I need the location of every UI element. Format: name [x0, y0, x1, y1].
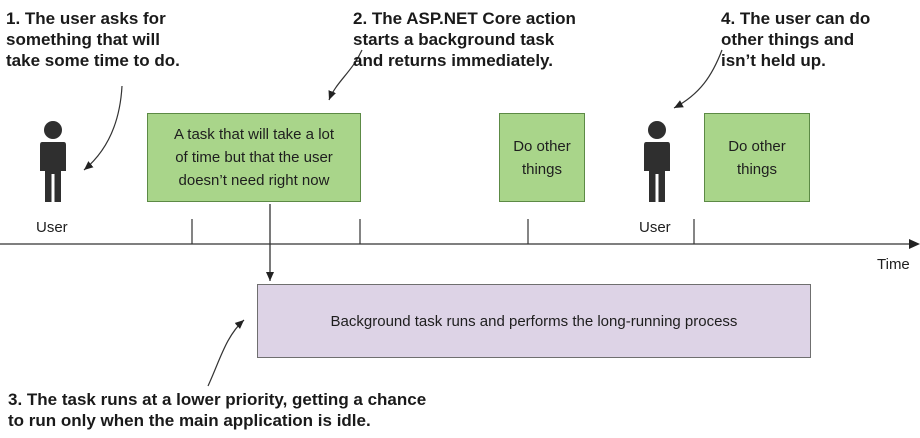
callout-4: 4. The user can do other things and isn’… — [721, 9, 871, 70]
callout-1-pointer — [83, 85, 123, 171]
callout-3: 3. The task runs at a lower priority, ge… — [8, 390, 427, 430]
callout-1: 1. The user asks for something that will… — [6, 9, 180, 70]
user-label: User — [36, 219, 68, 236]
time-axis-label: Time — [877, 256, 910, 273]
callout-3-pointer — [207, 319, 245, 387]
person-icon — [644, 121, 670, 202]
callout-2-pointer — [328, 49, 363, 101]
background-task-box: Background task runs and performs the lo… — [257, 284, 811, 358]
user-label: User — [639, 219, 671, 236]
callout-2: 2. The ASP.NET Core action starts a back… — [353, 9, 576, 70]
do-other-things-box-1: Do other things — [499, 113, 585, 202]
time-axis-arrowhead — [909, 239, 920, 249]
long-task-box: A task that will take a lot of time but … — [147, 113, 361, 202]
person-icon — [40, 121, 66, 202]
callout-4-pointer — [673, 49, 723, 109]
do-other-things-box-2: Do other things — [704, 113, 810, 202]
